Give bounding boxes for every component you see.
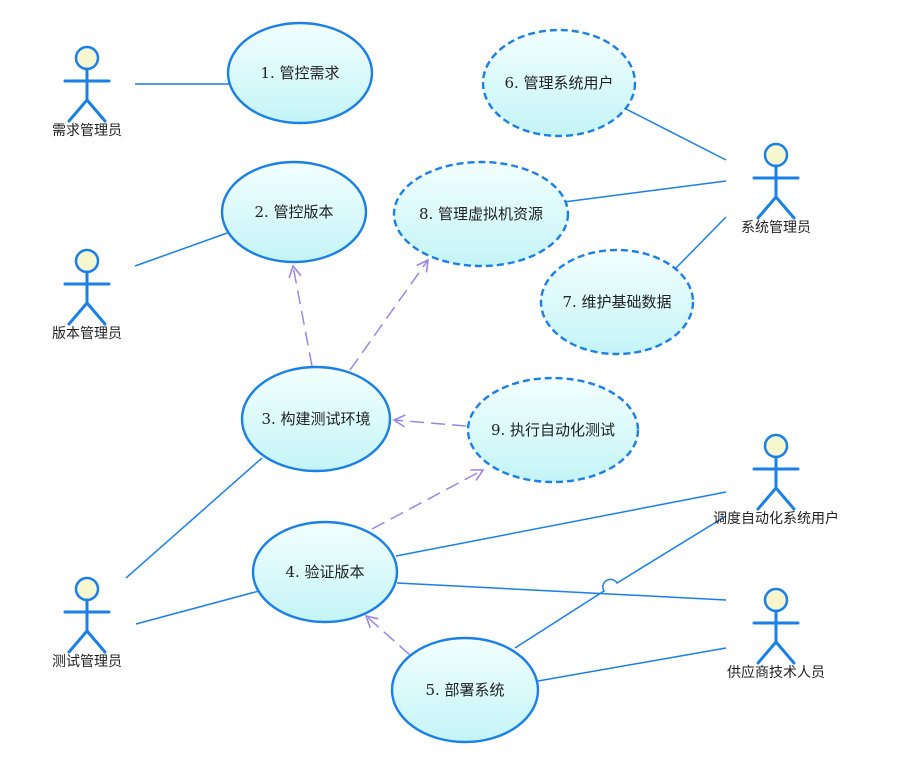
uc-deploy-system[interactable]: 5. 部署系统 [390,636,540,744]
uc-verify-version[interactable]: 4. 验证版本 [251,520,399,624]
associations [125,83,727,682]
use-cases: 1. 管控需求 2. 管控版本 3. 构建测试环境 4. 验证版本 5. 部署系… [220,21,695,744]
actor-test-admin[interactable]: 测试管理员 [52,576,122,670]
actor-figure-icon [752,433,800,511]
uc-label: 2. 管控版本 [254,203,333,221]
actor-label: 供应商技术人员 [727,664,825,681]
uc-label: 9. 执行自动化测试 [491,421,615,439]
assoc-ver-admin-uc2 [134,231,231,267]
dependencies [288,258,485,656]
uc-control-requirements[interactable]: 1. 管控需求 [226,21,374,125]
uc-label: 5. 部署系统 [425,681,504,699]
uc-manage-vm-resources[interactable]: 8. 管理虚拟机资源 [392,160,570,268]
assoc-vendor-uc5 [537,647,727,682]
actor-system-admin[interactable]: 系统管理员 [741,142,811,236]
assoc-auto-user-uc4 [395,491,727,557]
uc-manage-system-users[interactable]: 6. 管理系统用户 [481,28,637,138]
uc-label: 6. 管理系统用户 [504,74,613,92]
uc-label: 1. 管控需求 [260,64,339,82]
uc-label: 4. 验证版本 [285,563,364,581]
uc-label: 8. 管理虚拟机资源 [419,205,543,223]
actor-figure-icon [63,576,111,654]
actor-label: 版本管理员 [52,326,122,342]
actor-figure-icon [752,142,800,220]
actor-label: 需求管理员 [52,123,122,139]
actor-figure-icon [752,587,800,665]
uc-run-automated-tests[interactable]: 9. 执行自动化测试 [466,376,640,484]
assoc-sys-admin-uc7 [674,216,727,270]
actor-label: 系统管理员 [741,220,811,236]
uc-maintain-basic-data[interactable]: 7. 维护基础数据 [539,248,695,356]
uc-label: 7. 维护基础数据 [562,293,671,311]
uc-build-test-env[interactable]: 3. 构建测试环境 [240,365,392,473]
dep-uc3-uc8 [349,258,429,371]
actor-figure-icon [63,45,111,123]
assoc-auto-user-uc5 [514,515,727,649]
actor-version-admin[interactable]: 版本管理员 [52,248,122,342]
actor-label: 测试管理员 [52,654,122,670]
actor-requirements-admin[interactable]: 需求管理员 [52,45,122,139]
actor-vendor-technician[interactable]: 供应商技术人员 [727,587,825,681]
uc-control-version[interactable]: 2. 管控版本 [220,160,368,264]
assoc-vendor-uc4 [396,582,727,601]
assoc-test-admin-uc3 [125,457,263,579]
actor-figure-icon [63,248,111,326]
dep-uc4-uc9 [371,469,485,530]
dep-uc3-uc2 [288,264,313,367]
actor-automation-system-user[interactable]: 调度自动化系统用户 [713,433,839,527]
assoc-sys-admin-uc6 [625,108,727,161]
assoc-sys-admin-uc8 [563,180,727,203]
uc-label: 3. 构建测试环境 [261,410,370,428]
dep-uc9-uc3 [392,414,467,428]
dep-uc5-uc4 [364,614,411,656]
actors: 需求管理员 版本管理员 测试管理员 [52,45,839,681]
actor-label: 调度自动化系统用户 [713,510,839,527]
assoc-test-admin-uc4 [135,590,260,625]
